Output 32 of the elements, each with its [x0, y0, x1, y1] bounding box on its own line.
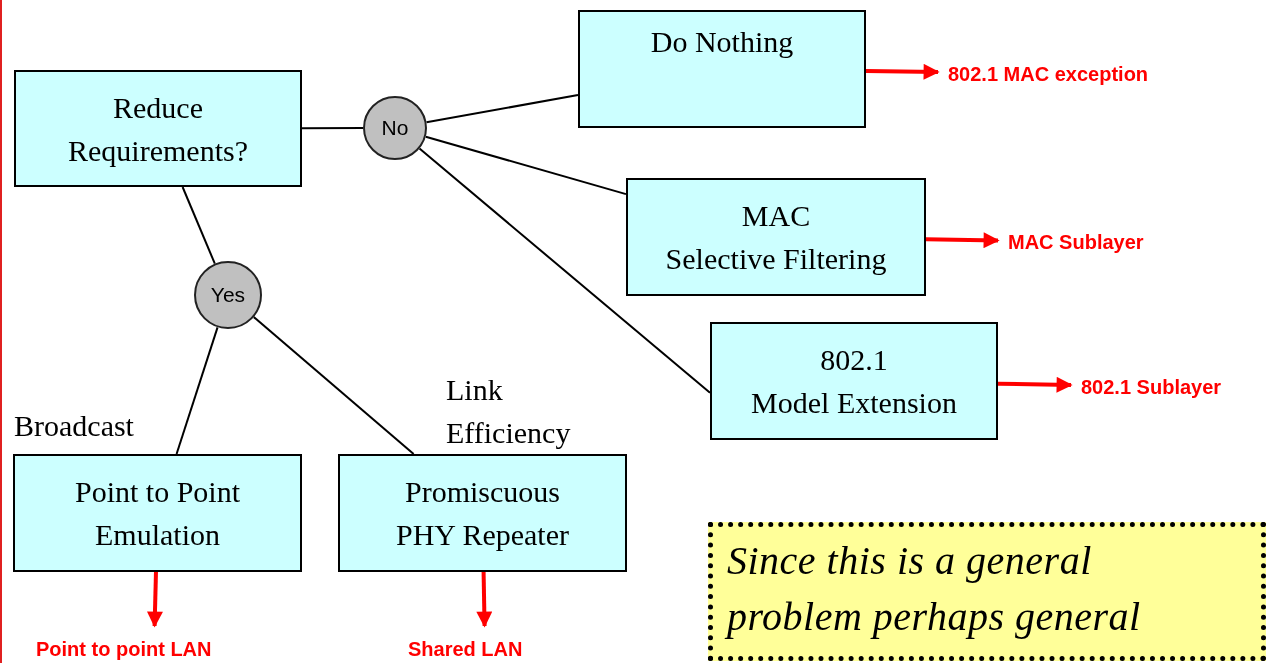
arrow: [997, 376, 1073, 393]
connector-line: [418, 147, 711, 394]
outcome-label: Point to point LAN: [36, 636, 272, 662]
process-box: [710, 322, 998, 440]
box-label: Point to Point Emulation: [74, 474, 240, 553]
arrow: [146, 571, 163, 628]
decision-circle: Yes: [194, 261, 262, 329]
box-label: Do Nothing: [650, 24, 794, 60]
connector-line: [175, 326, 219, 455]
process-box: [338, 454, 627, 572]
process-box: [14, 70, 302, 187]
arrow: [865, 63, 940, 80]
connector-line: [181, 186, 216, 265]
outcome-label: Shared LAN: [408, 636, 562, 662]
process-box: [13, 454, 302, 572]
connector-line: [252, 316, 415, 455]
box-label: 802.1 Model Extension: [751, 342, 957, 421]
outcome-label: 802.1 Sublayer: [1081, 374, 1267, 400]
outcome-label: MAC Sublayer: [1008, 229, 1190, 255]
decision-circle: No: [363, 96, 427, 160]
connector-line: [301, 127, 364, 130]
box-label: MAC Selective Filtering: [665, 198, 887, 277]
arrow: [925, 232, 1000, 249]
note-box: [708, 522, 1266, 661]
box-label: Reduce Requirements?: [68, 89, 248, 169]
connector-line: [425, 94, 579, 124]
connector-line: [424, 135, 627, 196]
box-label: Promiscuous PHY Repeater: [396, 474, 569, 553]
process-box: [578, 10, 866, 128]
process-box: [626, 178, 926, 296]
outcome-label: 802.1 MAC exception: [948, 61, 1214, 87]
arrow: [476, 571, 493, 628]
